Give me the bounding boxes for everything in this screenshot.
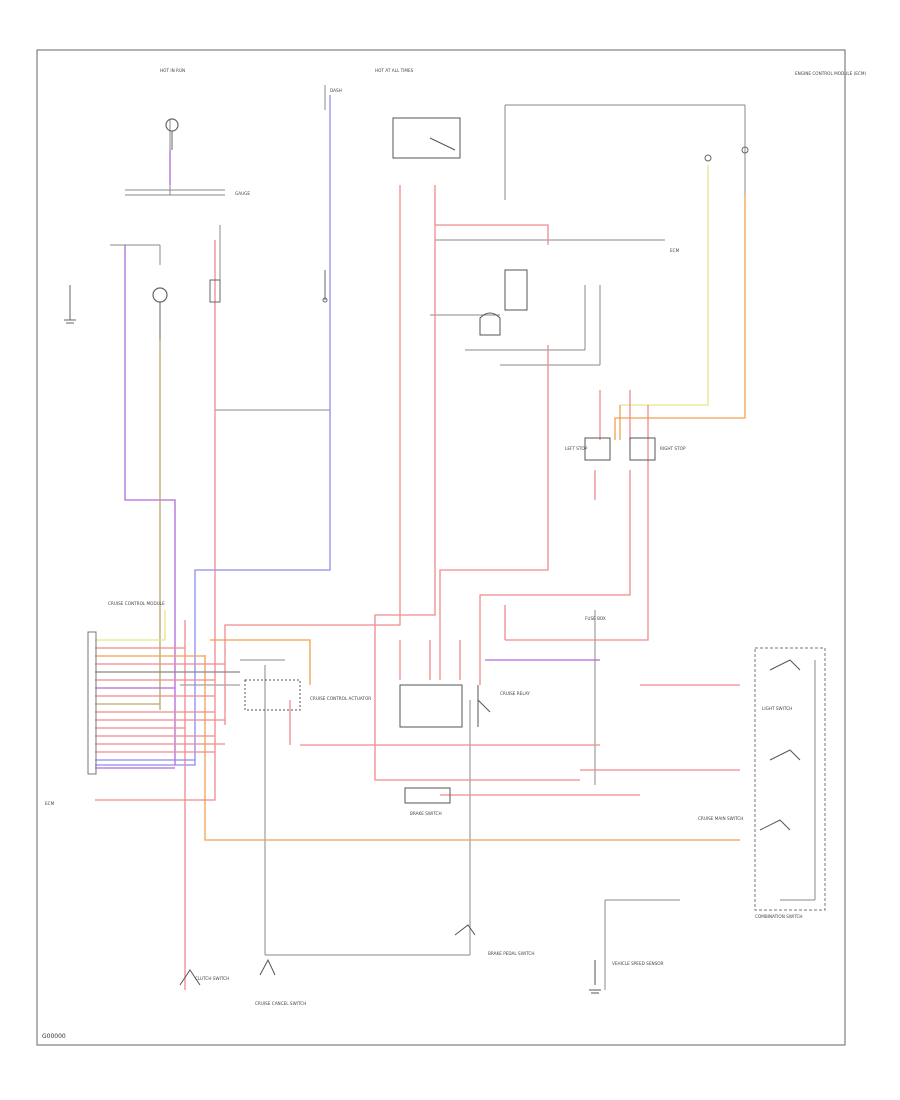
orange-wires — [204, 195, 746, 841]
diagram-frame — [36, 49, 846, 1046]
label-cruise-relay: CRUISE RELAY — [500, 691, 530, 696]
right-fuses — [704, 146, 749, 162]
label-combination-switch: COMBINATION SWITCH — [755, 914, 803, 919]
blue-wires — [95, 95, 331, 766]
label-cancel-switch: CRUISE CANCEL SWITCH — [255, 1001, 306, 1006]
label-ecm-block: ENGINE CONTROL MODULE (ECM) — [795, 71, 866, 76]
label-fuse-box: FUSE BOX — [585, 616, 606, 621]
ground-lines — [110, 85, 816, 990]
label-left-module: CRUISE CONTROL MODULE — [108, 601, 165, 606]
label-cruise-main: CRUISE MAIN SWITCH — [698, 816, 743, 821]
label-gauge: GAUGE — [235, 191, 250, 196]
label-left-stop: LEFT STOP — [565, 446, 588, 451]
actuator-switch — [244, 679, 301, 711]
label-brake-switch: BRAKE SWITCH — [410, 811, 442, 816]
yellow-wires — [159, 165, 709, 710]
ecm-connector — [87, 631, 97, 775]
bottom-switches — [179, 924, 601, 994]
mid-switch — [209, 270, 328, 303]
label-ecm-connector: ECM — [670, 248, 680, 253]
ecm-connector-lines — [95, 639, 240, 769]
gate-module — [479, 269, 528, 336]
label-clutch-switch: CLUTCH SWITCH — [195, 976, 229, 981]
top-left-switch — [165, 118, 179, 150]
red-wires — [95, 185, 740, 990]
diagram-code: G00000 — [42, 1033, 66, 1040]
combination-switch-box — [754, 647, 826, 911]
stop-modules — [584, 437, 656, 461]
label-right-stop: RIGHT STOP — [660, 446, 686, 451]
cruise-relay — [399, 684, 491, 728]
label-actuator: CRUISE CONTROL ACTUATOR — [310, 696, 371, 701]
label-ecm-left: ECM — [45, 801, 55, 806]
brake-switch-box — [404, 787, 451, 804]
left-lamp — [152, 287, 168, 340]
label-hot-at-all-times: HOT AT ALL TIMES — [375, 68, 414, 73]
label-light-switch: LIGHT SWITCH — [762, 706, 792, 711]
ground-symbol-left — [64, 285, 76, 324]
top-relay — [392, 117, 461, 159]
right-switches — [759, 659, 801, 831]
label-vehicle-speed-sensor: VEHICLE SPEED SENSOR — [612, 961, 664, 966]
label-dash: DASH — [330, 88, 342, 93]
violet-wires — [124, 150, 600, 765]
label-brake-pedal-switch: BRAKE PEDAL SWITCH — [488, 951, 534, 956]
label-hot-in-run: HOT IN RUN — [160, 68, 185, 73]
